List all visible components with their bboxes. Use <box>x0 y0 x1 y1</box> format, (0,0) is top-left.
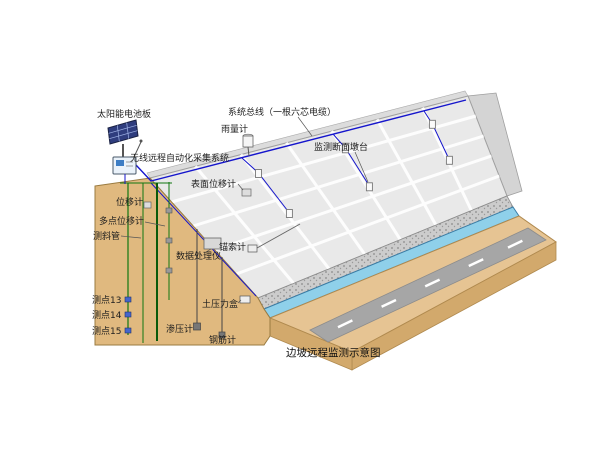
monitor-pier-icon <box>255 169 262 178</box>
solar-panel-grid <box>108 122 138 142</box>
sensor-point14 <box>124 311 132 318</box>
rain-gauge-icon <box>242 135 254 148</box>
monitor-pier-icon <box>341 144 349 154</box>
anchor-cable-meter-icon <box>247 244 258 253</box>
label-surface-disp-meter: 表面位移计 <box>191 178 236 190</box>
equipment-group <box>107 119 254 184</box>
multipoint-anchor <box>165 237 173 244</box>
surface-displacement-icon <box>241 188 252 197</box>
label-inclinometer-tube: 测斜管 <box>93 230 120 242</box>
sensor-point15 <box>124 327 132 334</box>
label-solar-panel: 太阳能电池板 <box>97 108 151 120</box>
rebar-meter-icon <box>218 331 226 339</box>
label-rebar-meter: 钢筋计 <box>209 334 236 346</box>
piezometer-icon <box>193 322 201 331</box>
label-point-13: 测点13 <box>92 295 121 306</box>
monitor-pier-icon <box>428 119 436 129</box>
label-point-15: 测点15 <box>92 326 121 337</box>
label-wireless-system: 无线远程自动化采集系统 <box>130 152 229 164</box>
sensor-point13 <box>124 296 132 303</box>
borehole-group <box>120 182 301 343</box>
diagram-caption: 边坡远程监测示意图 <box>286 346 381 359</box>
antenna-mast <box>133 141 142 158</box>
data-processor-icon <box>203 237 222 250</box>
anchor-cable <box>256 223 301 249</box>
multipoint-anchor <box>165 207 173 214</box>
rain-gauge-pole <box>247 146 250 157</box>
multipoint-anchor <box>165 267 173 274</box>
label-anchor-cable-meter: 锚索计 <box>219 241 246 253</box>
displacement-meter-icon <box>143 201 152 209</box>
earth-pressure-cell-icon <box>239 295 251 304</box>
label-rain-gauge: 雨量计 <box>221 123 248 135</box>
label-data-processor: 数据处理仪 <box>176 250 221 262</box>
system-bus-cable <box>135 99 467 182</box>
cabinet-screen <box>116 160 124 166</box>
label-disp-meter: 位移计 <box>116 196 143 208</box>
monitor-pier-icon <box>445 155 453 165</box>
monitoring-piers <box>255 119 453 218</box>
road-dashes <box>337 239 523 329</box>
label-point-14: 测点14 <box>92 310 122 321</box>
label-system-bus: 系统总线（一根六芯电缆） <box>228 106 336 118</box>
monitor-pier-icon <box>285 209 293 218</box>
leader-lines <box>120 116 369 304</box>
ground-group <box>268 215 557 371</box>
antenna-tip <box>139 139 143 143</box>
label-piezometer: 渗压计 <box>166 323 193 335</box>
label-multi-point-disp-meter: 多点位移计 <box>99 215 144 227</box>
label-earth-pressure-cell: 土压力盒 <box>202 298 238 310</box>
monitor-pier-icon <box>365 182 373 192</box>
soil-cross-section <box>94 177 271 346</box>
label-monitor-pier: 监测断面墩台 <box>314 141 368 153</box>
label-group: 太阳能电池板 无线远程自动化采集系统 系统总线（一根六芯电缆） 雨量计 监测断面… <box>92 106 381 359</box>
